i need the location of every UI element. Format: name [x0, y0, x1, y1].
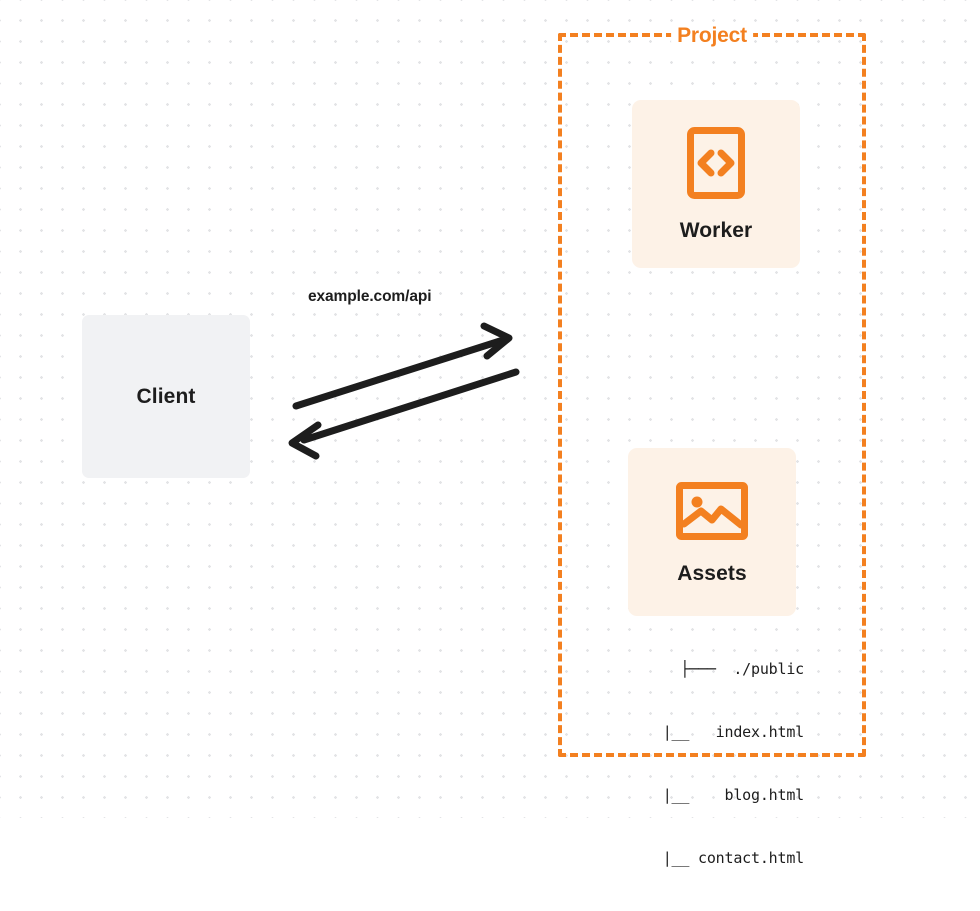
client-label: Client: [136, 384, 196, 408]
file-tree-row: ├─── ./public: [680, 660, 804, 678]
client-node[interactable]: Client: [82, 315, 250, 478]
request-url-label: example.com/api: [308, 288, 432, 305]
worker-card[interactable]: Worker: [632, 100, 800, 268]
asset-file-tree: ├─── ./public |__ index.html |__ blog.ht…: [600, 617, 805, 911]
worker-card-label: Worker: [679, 218, 753, 242]
image-photo-icon: [675, 479, 749, 548]
file-tree-row: |__ contact.html: [645, 849, 805, 867]
diagram-canvas: Client example.com/api Project Worker: [0, 0, 980, 867]
assets-card[interactable]: Assets: [628, 448, 796, 616]
project-group-boundary: Project: [558, 24, 866, 757]
file-tree-row: |__ index.html: [645, 723, 805, 741]
code-brackets-icon: [686, 126, 746, 205]
project-to-client-arrow: [288, 368, 520, 460]
assets-card-label: Assets: [677, 561, 747, 585]
file-tree-row: |__ blog.html: [645, 786, 805, 804]
project-group-label: Project: [671, 24, 753, 48]
client-to-project-arrow: [292, 322, 513, 410]
